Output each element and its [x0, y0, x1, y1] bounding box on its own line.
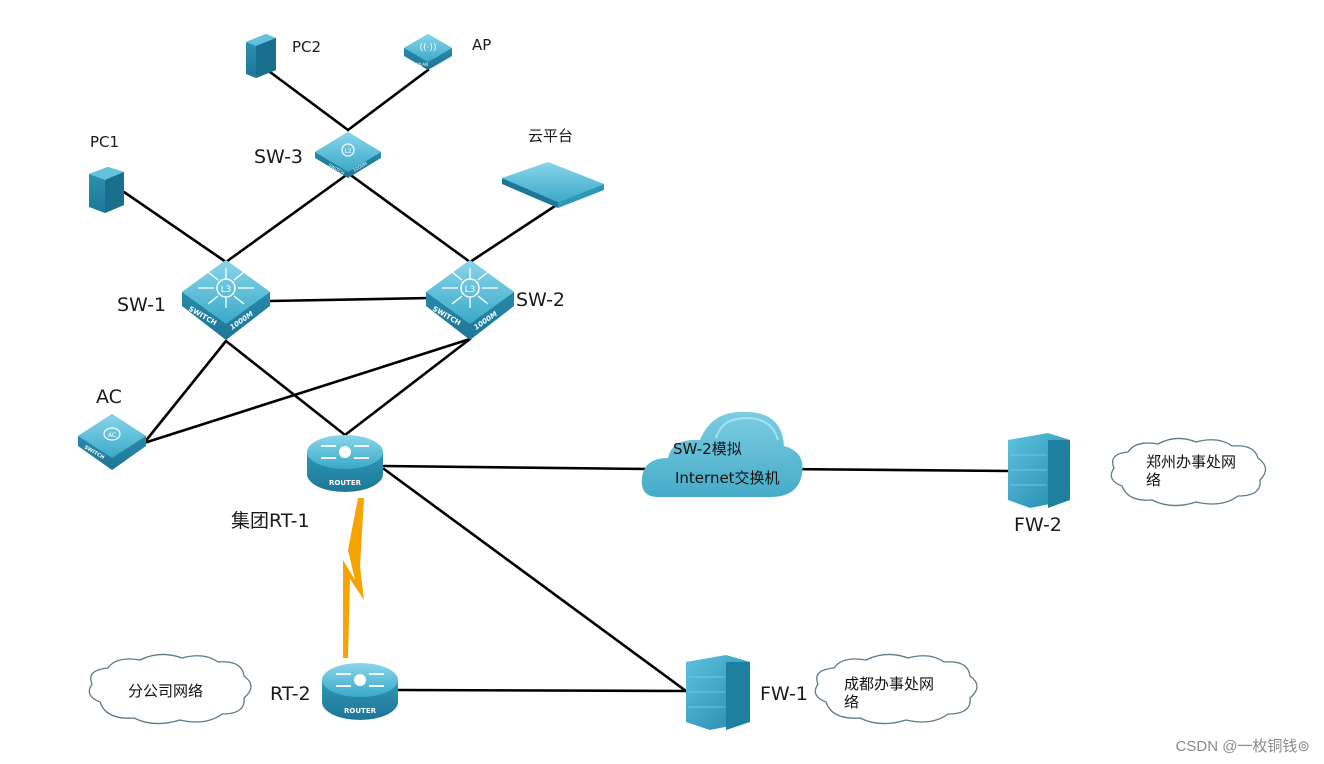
branch-network-cloud-icon[interactable] — [88, 653, 252, 725]
ap-badge: WLAN — [416, 62, 428, 67]
fw2-label: FW-2 — [1014, 514, 1062, 536]
sw2-badge: L3 — [465, 285, 476, 295]
link-sw2-ac — [142, 337, 472, 445]
sw1-device[interactable]: L3 SWITCH 1000M — [182, 260, 270, 340]
zhengzhou-label-line1: 郑州办事处网 — [1146, 453, 1237, 471]
svg-text:((·)): ((·)) — [420, 43, 437, 53]
link-cloudplatform-sw2 — [468, 204, 557, 264]
link-rt1-internet — [382, 464, 650, 471]
cloud-platform-device[interactable] — [502, 162, 604, 208]
ap-device[interactable]: ((·)) WLAN — [404, 34, 452, 70]
sw2-label: SW-2 — [516, 289, 566, 311]
ap-label: AP — [472, 36, 492, 54]
link-rt1-fw1 — [382, 467, 688, 693]
zhengzhou-label-line2: 络 — [1146, 471, 1162, 489]
link-sw3-sw1 — [224, 174, 347, 264]
fw2-device[interactable] — [1008, 433, 1070, 508]
pc2-label: PC2 — [292, 38, 322, 56]
link-pc2-sw3 — [268, 70, 350, 132]
chengdu-label-line2: 络 — [844, 693, 860, 711]
internet-label-line1: SW-2模拟 — [673, 440, 742, 458]
link-internet-fw2 — [778, 467, 1012, 473]
serial-link-rt1-rt2 — [343, 498, 364, 658]
pc1-label: PC1 — [90, 133, 120, 151]
link-sw1-sw2 — [268, 296, 432, 303]
server-icon — [502, 162, 604, 202]
rt2-device[interactable]: ROUTER — [322, 663, 398, 720]
link-ap-sw3 — [346, 68, 430, 132]
svg-text:ROUTER: ROUTER — [344, 707, 377, 715]
ac-badge: AC — [108, 432, 116, 439]
pc2-device[interactable] — [246, 34, 276, 78]
link-sw2-rt1 — [343, 337, 472, 437]
rt1-device[interactable]: ROUTER — [307, 435, 383, 492]
chengdu-network-cloud-icon[interactable] — [814, 653, 978, 725]
fw1-device[interactable] — [686, 655, 750, 730]
sw3-badge: L2 — [344, 148, 351, 155]
zhengzhou-network-cloud-icon[interactable] — [1110, 437, 1267, 507]
ac-device[interactable]: AC SWITCH — [78, 414, 146, 470]
sw3-label: SW-3 — [254, 146, 304, 168]
ac-label: AC — [96, 386, 122, 408]
link-sw3-sw2 — [350, 174, 472, 264]
link-rt2-fw1 — [396, 688, 688, 693]
link-pc1-sw1 — [122, 190, 228, 264]
internet-label-line2: Internet交换机 — [675, 469, 780, 487]
sw2-device[interactable]: L3 SWITCH 1000M — [426, 260, 514, 340]
cloud-icon — [641, 411, 803, 497]
chengdu-label-line1: 成都办事处网 — [844, 675, 935, 693]
rt1-label: 集团RT-1 — [231, 510, 310, 532]
branch-network-label: 分公司网络 — [128, 682, 204, 700]
link-sw1-ac — [142, 339, 228, 445]
rt2-label: RT-2 — [270, 683, 311, 705]
sw1-label: SW-1 — [117, 294, 167, 316]
csdn-watermark: CSDN @一枚铜钱⊚ — [1175, 738, 1310, 755]
sw3-device[interactable]: L2 SWITCH 1000M — [315, 132, 381, 178]
links — [122, 68, 1012, 693]
link-sw1-rt1 — [224, 339, 347, 437]
sw1-badge: L3 — [221, 285, 232, 295]
internet-cloud[interactable] — [641, 411, 803, 497]
pc1-device[interactable] — [89, 167, 124, 213]
cloud-platform-label: 云平台 — [528, 127, 574, 145]
svg-text:ROUTER: ROUTER — [329, 479, 362, 487]
fw1-label: FW-1 — [760, 683, 808, 705]
